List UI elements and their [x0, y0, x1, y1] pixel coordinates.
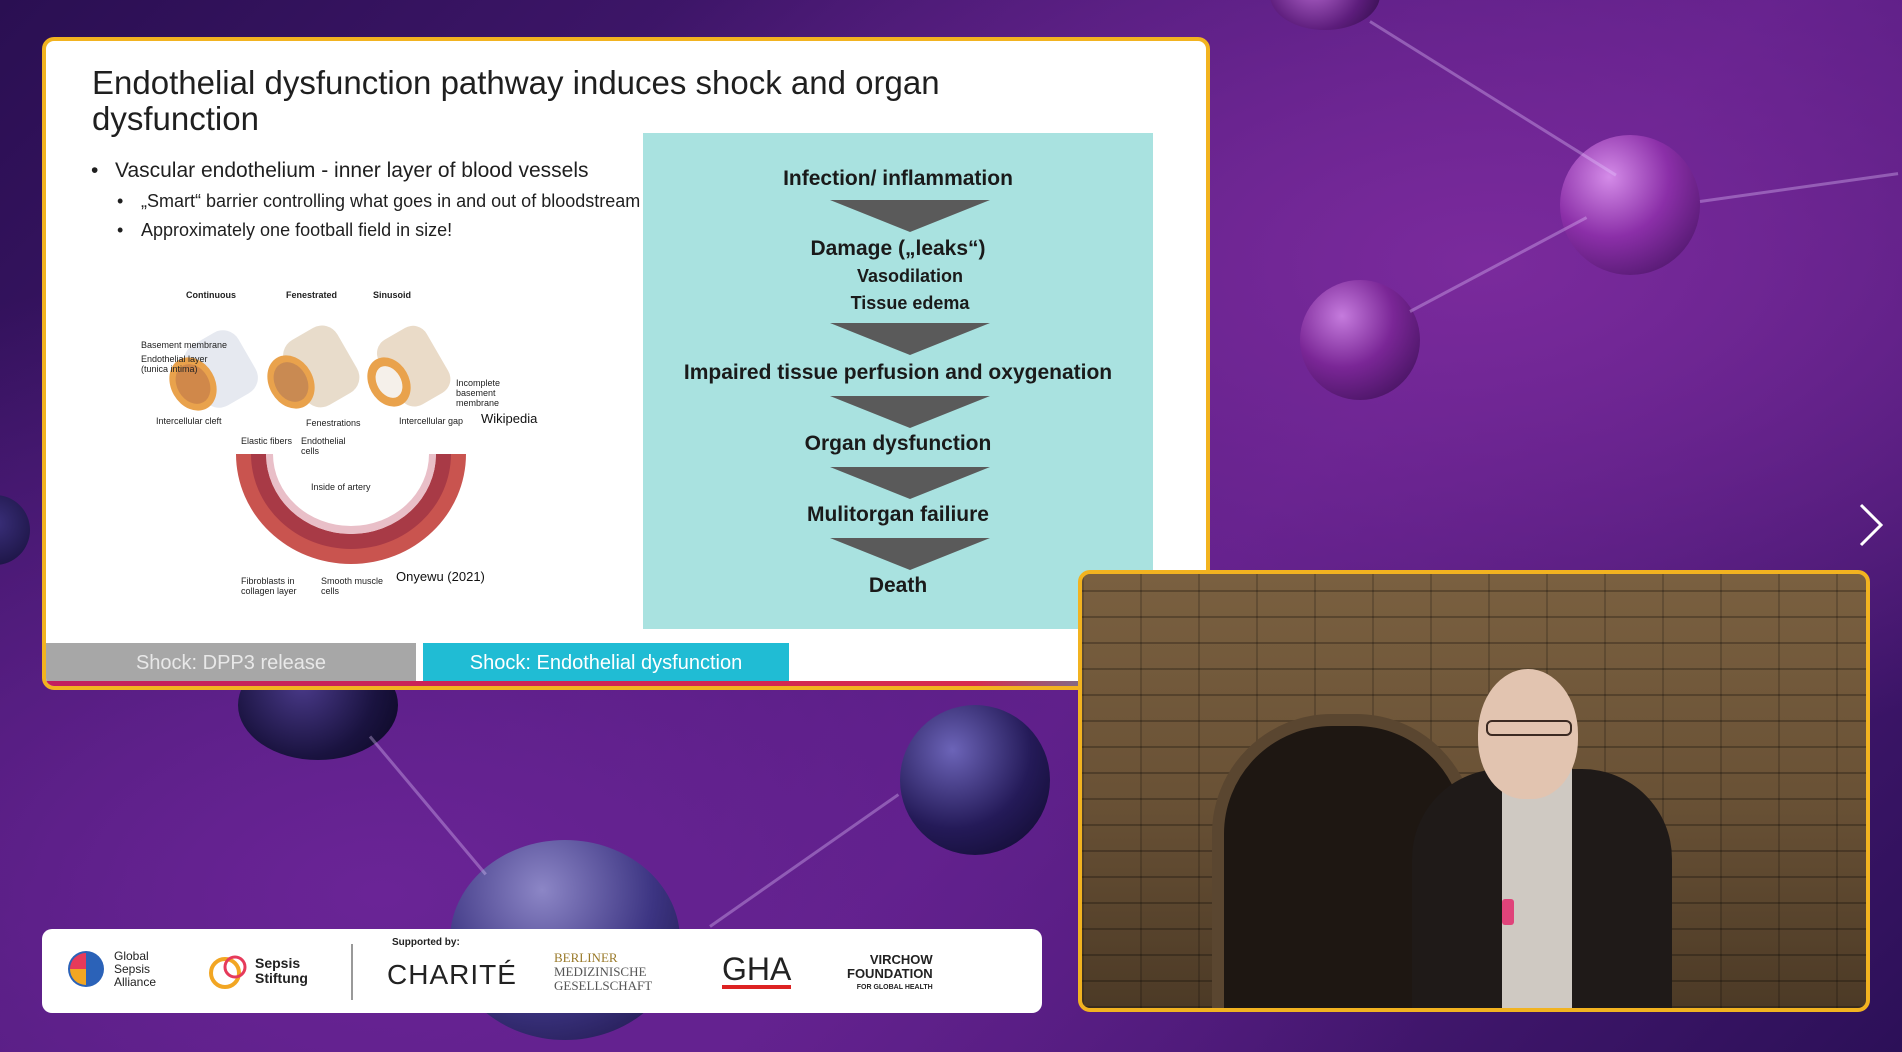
sponsor-divider — [351, 944, 353, 1000]
virchow-line-1: VIRCHOW — [869, 952, 933, 967]
bg-sphere-large — [1560, 135, 1700, 275]
speaker-microphone — [1502, 899, 1514, 925]
bullet-main-text: Vascular endothelium - inner layer of bl… — [115, 159, 589, 182]
flow-step-vasodilation: Vasodilation — [856, 266, 964, 286]
virchow-line-3: FOR GLOBAL HEALTH — [856, 984, 933, 991]
capillary-diagram — [169, 325, 451, 411]
gsa-line-1: Global — [114, 948, 149, 963]
stiftung-line-1: Sepsis — [255, 955, 301, 971]
logo-gha: GHA — [722, 951, 792, 989]
flow-arrow — [830, 538, 990, 570]
tab-shock-endothelial: Shock: Endothelial dysfunction — [423, 643, 789, 683]
label-fibroblasts: Fibroblasts in collagen layer — [241, 576, 297, 596]
speaker-glasses — [1486, 720, 1572, 736]
bg-sphere-medium — [1300, 280, 1420, 400]
flow-step-damage: Damage („leaks“) — [810, 237, 986, 260]
bullet-dot: • — [91, 159, 99, 182]
logo-virchow-foundation: VIRCHOW FOUNDATION FOR GLOBAL HEALTH — [847, 953, 933, 995]
logo-sepsis-stiftung: Sepsis Stiftung — [207, 951, 308, 991]
flow-step-infection: Infection/ inflammation — [783, 167, 1013, 190]
speaker-shirt — [1502, 769, 1572, 1008]
label-endothelial-layer: Endothelial layer (tunica intima) — [141, 354, 208, 374]
capillary-continuous — [169, 330, 258, 411]
presentation-slide: Endothelial dysfunction pathway induces … — [42, 37, 1210, 690]
bg-line-3 — [1699, 172, 1899, 203]
tab-shock-dpp3: Shock: DPP3 release — [46, 643, 416, 683]
slide-title: Endothelial dysfunction pathway induces … — [92, 64, 940, 137]
bmg-line-3: GESELLSCHAFT — [554, 978, 653, 993]
label-incomplete-membrane: Incomplete basement membrane — [456, 378, 501, 408]
flow-arrow — [830, 396, 990, 428]
flow-arrow — [830, 467, 990, 499]
label-endothelial-cells: Endothelial cells — [301, 436, 346, 456]
chevron-right-icon — [1859, 503, 1884, 547]
bmg-line-2: MEDIZINISCHE — [554, 964, 647, 979]
bullet-sub: • „Smart“ barrier controlling what goes … — [117, 191, 651, 212]
bullet-sub-text: Approximately one football field in size… — [141, 220, 453, 240]
credit-wikipedia: Wikipedia — [481, 411, 538, 426]
bullet-dot: • — [117, 191, 124, 211]
bullet-dot: • — [117, 220, 124, 240]
flow-step-multiorgan: Mulitorgan failiure — [806, 503, 989, 526]
flow-step-edema: Tissue edema — [850, 293, 970, 313]
gsa-line-2: Sepsis — [114, 961, 151, 976]
bg-sphere-left-edge — [0, 495, 30, 565]
supported-by-label: Supported by: — [392, 937, 460, 948]
flow-step-organ-dysfunction: Organ dysfunction — [804, 432, 992, 455]
label-intercellular-gap: Intercellular gap — [399, 416, 464, 426]
column-label-fenestrated: Fenestrated — [286, 290, 338, 300]
globe-logo-icon — [68, 951, 104, 987]
bmg-line-1: BERLINER — [554, 950, 618, 965]
capillary-sinusoid — [367, 325, 451, 407]
credit-onyewu: Onyewu (2021) — [396, 569, 485, 584]
label-smooth-muscle: Smooth muscle cells — [321, 576, 384, 596]
bg-sphere-top — [1270, 0, 1380, 30]
virchow-line-2: FOUNDATION — [847, 966, 933, 981]
bullet-sub-text: „Smart“ barrier controlling what goes in… — [141, 191, 641, 211]
speaker-video — [1078, 570, 1870, 1012]
bullet-sub: • Approximately one football field in si… — [117, 220, 651, 241]
label-intercellular-cleft: Intercellular cleft — [156, 416, 222, 426]
bg-line-5 — [709, 793, 900, 928]
bg-line-1 — [1369, 20, 1617, 177]
bullet-main: • Vascular endothelium - inner layer of … — [91, 159, 651, 183]
stiftung-logo-icon — [209, 955, 247, 989]
gsa-line-3: Alliance — [114, 974, 157, 989]
bg-line-4 — [368, 735, 487, 876]
bg-sphere-dark — [900, 705, 1050, 855]
column-label-continuous: Continuous — [186, 290, 236, 300]
pathway-flow-panel: Infection/ inflammation Damage („leaks“)… — [643, 133, 1153, 629]
column-label-sinusoid: Sinusoid — [373, 290, 411, 300]
logo-charite: CHARITÉ — [387, 959, 517, 990]
flow-arrow — [830, 323, 990, 355]
flow-step-death: Death — [868, 574, 928, 597]
slide-accent-bar — [46, 681, 1206, 686]
capillary-fenestrated — [267, 325, 360, 409]
label-inside-artery: Inside of artery — [311, 482, 371, 492]
logo-global-sepsis-alliance: Global Sepsis Alliance — [66, 949, 156, 989]
bullet-list: • Vascular endothelium - inner layer of … — [91, 159, 651, 249]
label-basement-membrane: Basement membrane — [141, 340, 228, 350]
flow-arrow — [830, 200, 990, 232]
flow-step-perfusion: Impaired tissue perfusion and oxygenatio… — [683, 361, 1113, 384]
artery-diagram — [236, 454, 466, 564]
label-fenestrations: Fenestrations — [306, 418, 361, 428]
stiftung-line-2: Stiftung — [255, 970, 308, 986]
sponsor-bar: Global Sepsis Alliance Sepsis Stiftung S… — [42, 929, 1042, 1013]
next-slide-button[interactable] — [1855, 500, 1887, 550]
bg-line-2 — [1409, 216, 1588, 313]
capillary-illustrations: Continuous Fenestrated Sinusoid Basement… — [141, 286, 651, 656]
label-elastic-fibers: Elastic fibers — [241, 436, 293, 446]
logo-berliner-medizinische: BERLINER MEDIZINISCHE GESELLSCHAFT — [554, 951, 652, 993]
